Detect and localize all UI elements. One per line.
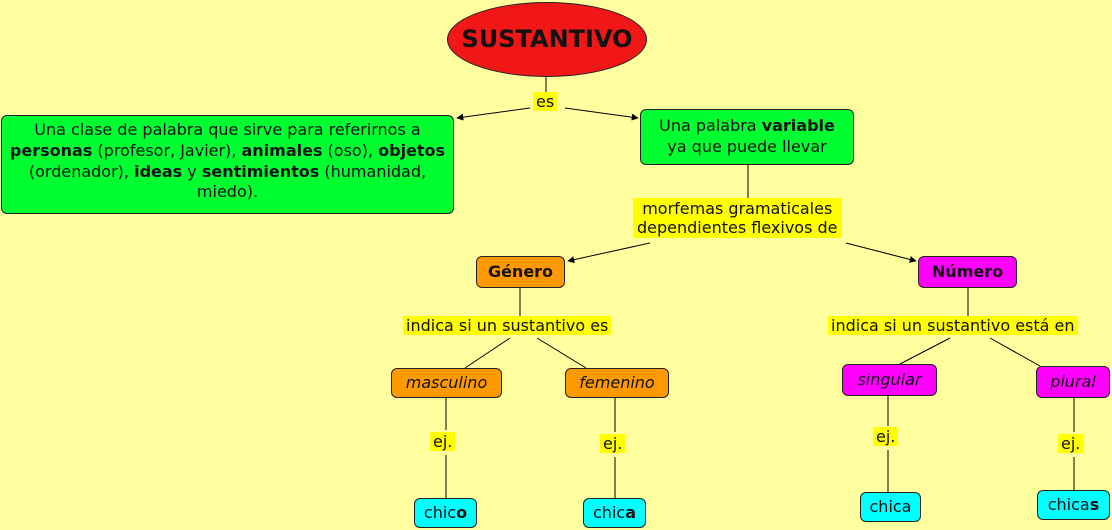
chica-singular-node: chica xyxy=(860,492,921,522)
variable-node: Una palabra variable ya que puede llevar xyxy=(640,109,854,165)
genero-node: Género xyxy=(476,256,565,288)
link-indica-femenino xyxy=(536,337,587,369)
label-morfemas: morfemas gramaticales dependientes flexi… xyxy=(633,198,842,239)
link-indica-singular xyxy=(899,337,951,365)
singular-node: singular xyxy=(842,364,937,396)
link-indica-plural xyxy=(989,337,1041,367)
keyword-ideas: ideas xyxy=(134,161,183,181)
label-ej-masculino: ej. xyxy=(430,432,456,452)
label-es: es xyxy=(533,92,558,112)
label-ej-singular: ej. xyxy=(873,427,899,447)
title-node: SUSTANTIVO xyxy=(447,2,647,77)
link-morfemas-genero xyxy=(567,242,651,264)
keyword-variable: variable xyxy=(761,116,835,136)
link-morfemas-numero xyxy=(845,242,917,263)
plural-node: plural xyxy=(1036,366,1110,398)
label-indica-numero: indica si un sustantivo está en xyxy=(828,316,1078,336)
title-text: SUSTANTIVO xyxy=(461,24,633,53)
link-indica-masculino xyxy=(464,337,511,369)
definition-node: Una clase de palabra que sirve para refe… xyxy=(1,115,454,214)
link-es-variable xyxy=(564,107,639,121)
label-ej-plural: ej. xyxy=(1058,434,1084,454)
keyword-animales: animales xyxy=(241,140,323,160)
keyword-sentimientos: sentimientos xyxy=(201,161,320,181)
label-indica-genero: indica si un sustantivo es xyxy=(403,316,612,336)
label-ej-femenino: ej. xyxy=(600,434,626,454)
link-es-definition xyxy=(456,107,531,121)
masculino-node: masculino xyxy=(391,368,502,398)
keyword-objetos: objetos xyxy=(378,140,446,160)
numero-node: Número xyxy=(918,256,1017,288)
keyword-personas: personas xyxy=(9,140,93,160)
femenino-node: femenino xyxy=(565,368,669,398)
